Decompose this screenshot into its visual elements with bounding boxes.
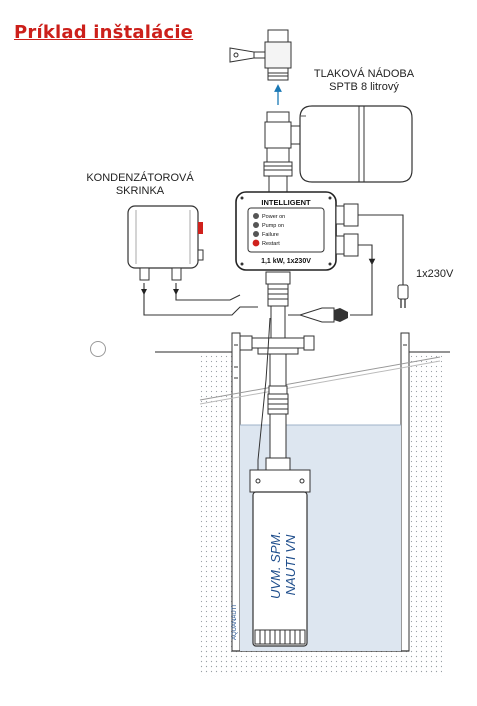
pump-label-line1: UVM. SPM. [268,531,283,599]
tank-label-line1: TLAKOVÁ NÁDOBA [314,67,415,80]
power-supply-label: 1x230V [416,268,454,280]
indicator-label-failure: Failure [262,232,279,238]
tank-label-line2: SPTB 8 litrový [329,81,399,93]
cable-connector [288,307,348,323]
capacitor-label-line2: SKRINKA [116,185,165,197]
well-head-clamp [239,335,315,355]
indicator-failure: Failure [253,231,279,238]
pressure-tank [299,105,413,183]
capacitor-box [127,205,204,281]
pump-side-text: AQUANAUTI [232,605,238,640]
pump-label-line2: NAUTI VN [283,534,298,595]
indicator-label-restart: Restart [262,241,280,247]
controller-output-cable [358,244,376,266]
capacitor-cable-1 [143,283,258,316]
indicator-power-on: Power on [253,213,285,220]
page-title: Príklad inštalácie [14,22,194,43]
indicator-label-power-on: Power on [262,214,285,220]
capacitor-cable-2 [175,283,241,301]
safety-rope [199,356,441,401]
submersible-pump [249,469,311,647]
power-plug-icon [397,284,409,308]
indicator-pump-on: Pump on [253,222,284,229]
controller-header: INTELLIGENT [261,198,311,207]
power-cable [358,214,404,285]
pump-cable [257,317,271,490]
indicator-label-pump-on: Pump on [262,223,284,229]
marker-circle [90,341,106,357]
controller-rating: 1,1 kW, 1x230V [261,258,311,265]
restart-button: Restart [252,239,280,247]
soil-bottom [200,650,442,676]
ball-valve-icon [229,29,292,81]
riser-pipe [265,271,291,471]
capacitor-label-line1: KONDENZÁTOROVÁ [86,171,194,184]
pressure-controller [235,191,359,271]
